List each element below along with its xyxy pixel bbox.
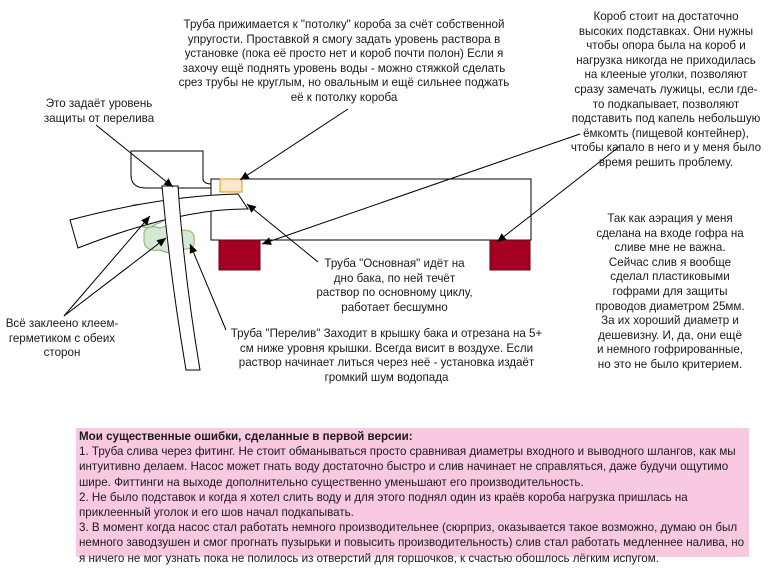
note-stands: Короб стоит на достаточно высоких подста…	[570, 10, 762, 169]
arrow-stand-left	[261, 133, 581, 245]
note-overflow-pipe: Труба "Перелив" Заходит в крышку бака и …	[230, 327, 543, 384]
arrow-sealed	[63, 215, 151, 317]
arrow-main	[246, 203, 319, 263]
spacer-block	[219, 178, 243, 193]
note-overflow-level: Это задаёт уровень защиты от перелива	[43, 97, 155, 125]
note-pipe-pressed: Труба прижимается к "потолку" короба за …	[178, 18, 510, 104]
box-container	[210, 178, 532, 241]
arrow-overflow	[189, 243, 227, 331]
arrow-sealed-2	[63, 237, 167, 317]
mistake-item-1: 1. Труба слива через фитинг. Не стоит об…	[79, 445, 736, 489]
stand-left	[218, 239, 261, 271]
arrow-stand-right	[496, 145, 621, 243]
mistake-item-2: 2. Не было подставок и когда я хотел сли…	[79, 490, 688, 520]
note-sealant: Всё заклеено клеем- герметиком с обеих с…	[5, 317, 119, 360]
mistake-item-3: 3. В момент когда насос стал работать не…	[79, 521, 745, 565]
tank-wall	[130, 150, 212, 189]
note-aeration: Так как аэрация у меня сделана на входе …	[595, 212, 745, 371]
arrow-level	[95, 124, 174, 188]
overflow-pipe	[161, 185, 201, 371]
stand-right	[489, 239, 531, 271]
mistakes-panel: Мои существенные ошибки, сделанные в пер…	[76, 428, 749, 565]
arrow-top	[239, 108, 349, 181]
mistakes-title: Мои существенные ошибки, сделанные в пер…	[79, 430, 413, 443]
note-main-pipe: Труба "Основная" идёт на дно бака, по не…	[316, 257, 473, 314]
